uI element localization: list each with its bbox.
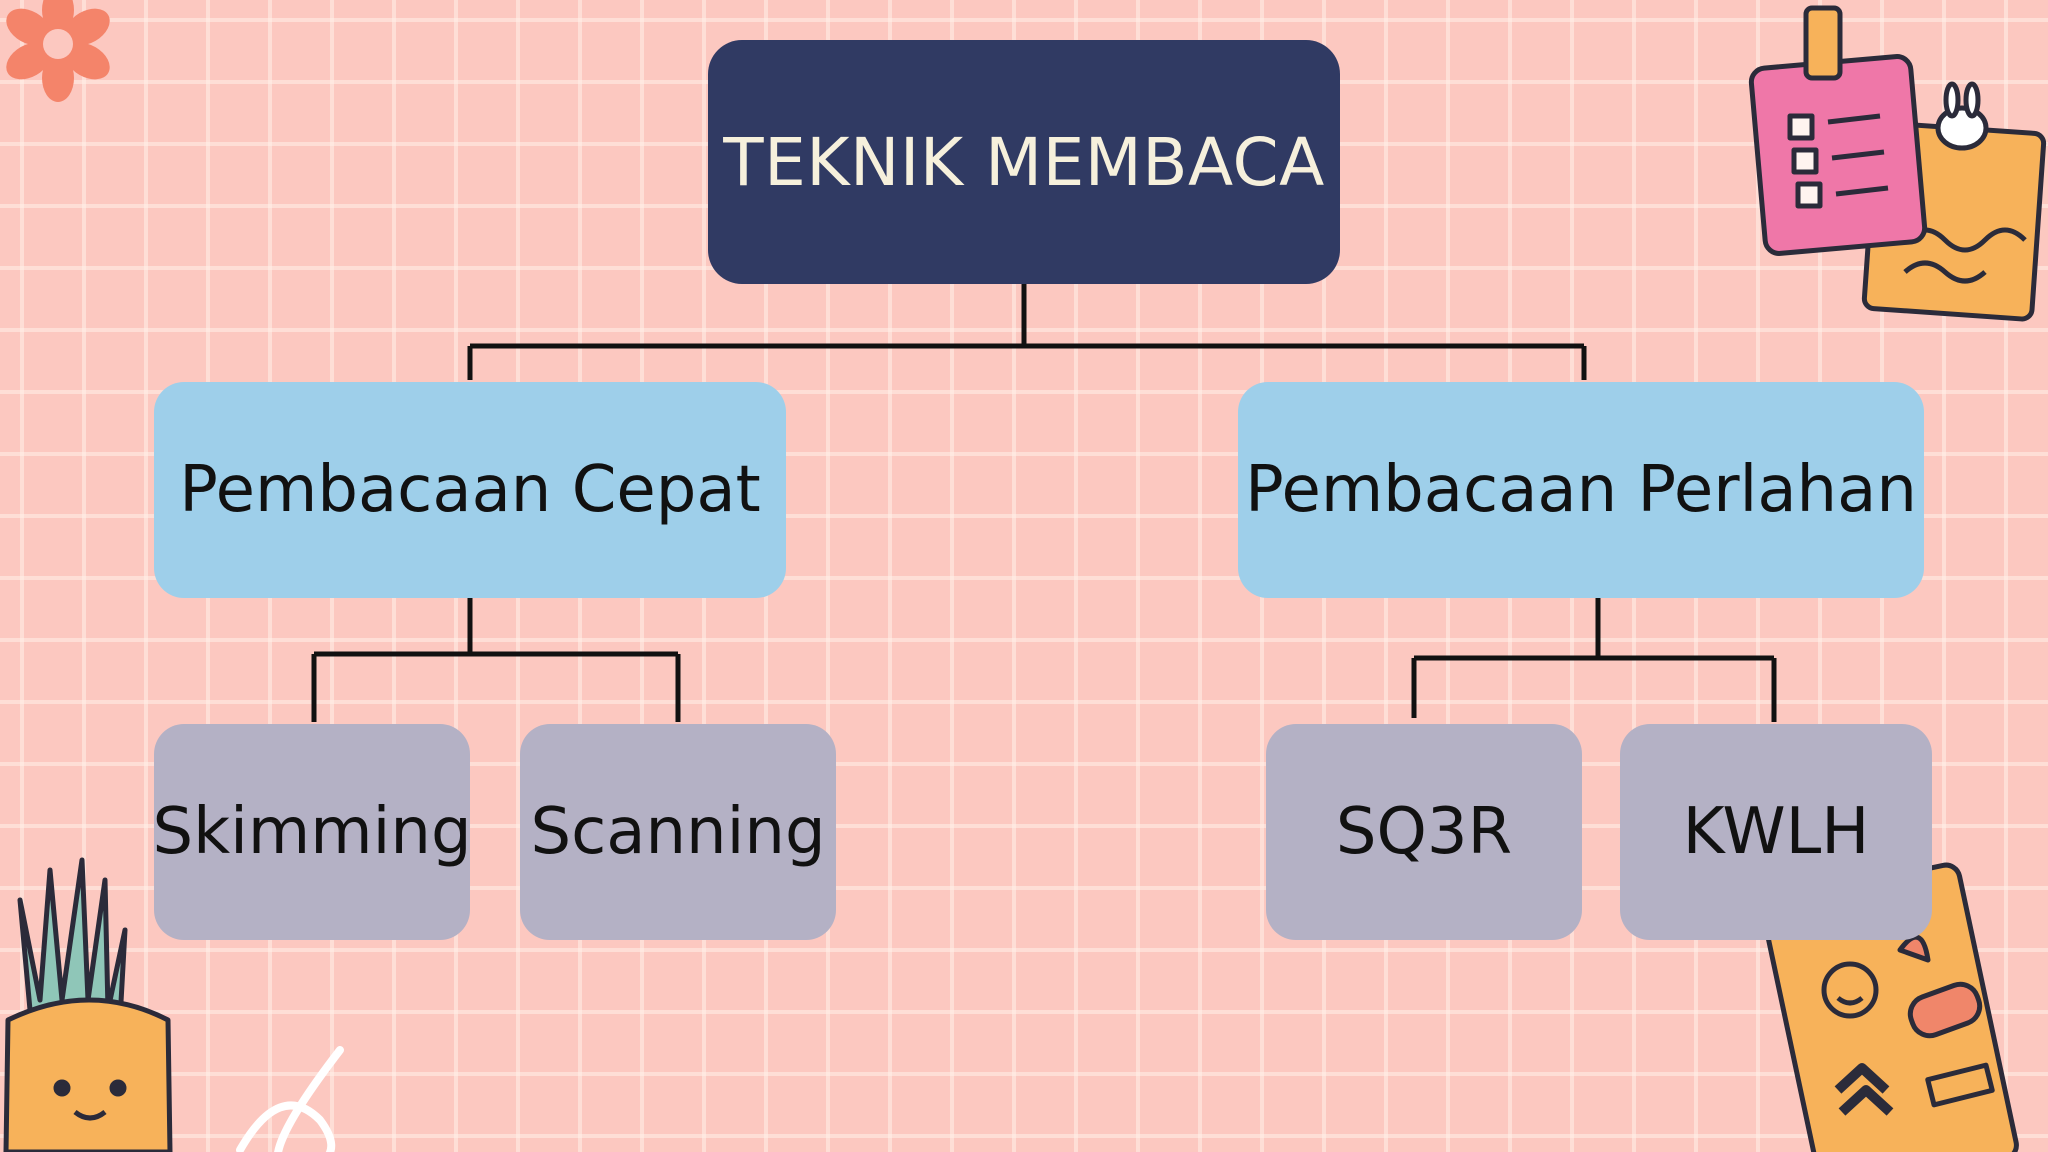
checklist-notes-icon <box>1748 5 2047 322</box>
root-node-label: TEKNIK MEMBACA <box>723 123 1325 201</box>
branch-node-label: Pembacaan Perlahan <box>1245 453 1917 527</box>
leaf-node-label: Skimming <box>152 795 472 869</box>
leaf-node-kwlh: KWLH <box>1620 724 1932 940</box>
connector-pembacaan-perlahan <box>1411 598 1777 722</box>
root-node: TEKNIK MEMBACA <box>708 40 1340 284</box>
branch-node-pembacaan-perlahan: Pembacaan Perlahan <box>1238 382 1924 598</box>
connector-root <box>467 284 1587 380</box>
leaf-node-label: SQ3R <box>1335 795 1513 869</box>
leaf-node-label: KWLH <box>1682 795 1870 869</box>
stickers-folder-icon <box>1761 862 2019 1152</box>
leaf-node-scanning: Scanning <box>520 724 836 940</box>
leaf-node-sq3r: SQ3R <box>1266 724 1582 940</box>
connector-pembacaan-cepat <box>311 598 681 722</box>
branch-node-pembacaan-cepat: Pembacaan Cepat <box>154 382 786 598</box>
leaf-node-label: Scanning <box>530 795 826 869</box>
flower-icon <box>6 0 110 102</box>
branch-node-label: Pembacaan Cepat <box>179 453 761 527</box>
leaf-node-skimming: Skimming <box>152 724 472 940</box>
swirl-icon <box>236 1046 344 1152</box>
plant-pot-icon <box>3 857 173 1152</box>
